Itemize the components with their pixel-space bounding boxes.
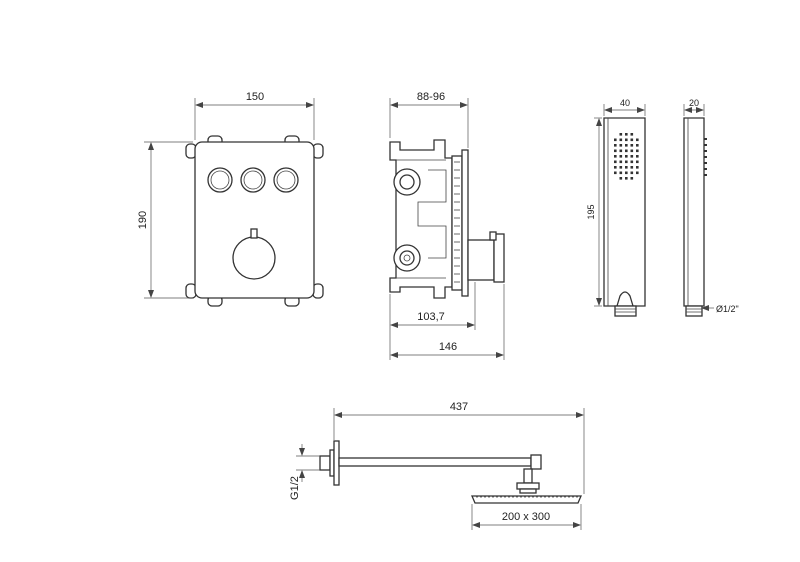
dimension-label: Ø1/2" (716, 304, 739, 314)
spray-nozzle (630, 160, 634, 164)
upper-port (393, 168, 421, 196)
spray-nozzle (619, 149, 623, 153)
spray-nozzle (630, 177, 634, 180)
spray-nozzle (619, 155, 623, 158)
dimension-label: 150 (246, 91, 264, 103)
spray-nozzle (636, 171, 639, 175)
dimension-label: 88-96 (417, 91, 445, 103)
plaster-guard (451, 149, 469, 297)
spray-nozzle (614, 149, 617, 153)
dimension-label: 437 (450, 401, 468, 413)
dimension-body-total-depth: 146 (390, 284, 505, 360)
spray-nozzle (625, 160, 628, 164)
dimension-label: 20 (689, 98, 699, 108)
dimension-label: 40 (620, 98, 630, 108)
spray-nozzle (619, 166, 623, 169)
push-button-1 (207, 167, 233, 193)
lower-port (393, 244, 421, 272)
spray-nozzle (630, 171, 634, 175)
spray-nozzle (630, 144, 634, 147)
valve-body-side-view: 88-96 103,7 146 (389, 91, 505, 360)
spray-nozzle (625, 166, 628, 169)
dimension-label: G1/2 (289, 476, 301, 500)
spray-nozzle (636, 155, 639, 158)
spray-nozzle (625, 149, 628, 153)
spray-nozzle (636, 160, 639, 164)
dimension-handshower-thread: Ø1/2" (701, 304, 739, 314)
dimension-body-depth-range: 88-96 (389, 91, 469, 148)
dimension-arm-length: 437 (333, 401, 585, 494)
spray-nozzle (636, 138, 639, 142)
spray-nozzle (630, 166, 634, 169)
dimension-label: 190 (137, 211, 149, 229)
spray-nozzle (636, 166, 639, 169)
shower-arm (338, 454, 542, 470)
spray-nozzle (625, 133, 628, 136)
spray-nozzle (619, 138, 623, 142)
spray-nozzle (625, 144, 628, 147)
spray-nozzle (619, 160, 623, 164)
thermostat-knob (232, 228, 276, 280)
shower-head (471, 468, 582, 504)
spray-nozzle (614, 171, 617, 175)
spray-nozzle (614, 166, 617, 169)
spray-nozzle (636, 149, 639, 153)
spray-nozzle (619, 177, 623, 180)
hand-shower-thread (614, 305, 637, 317)
dimension-handshower-width: 40 (603, 98, 646, 116)
dimension-panel-width: 150 (194, 91, 315, 140)
wall-inlet (319, 440, 340, 486)
dimension-head-size: 200 x 300 (471, 504, 582, 530)
dimension-body-depth: 103,7 (389, 282, 476, 360)
spray-nozzle (630, 155, 634, 158)
spray-nozzle (614, 144, 617, 147)
dimension-handshower-thickness: 20 (683, 98, 705, 116)
dimension-label: 146 (439, 341, 457, 353)
spray-nozzle (625, 171, 628, 175)
spray-nozzle (630, 149, 634, 153)
overhead-shower-view: 437 200 x 300 G1/2 (289, 401, 585, 530)
spray-nozzle (636, 144, 639, 147)
push-buttons (207, 167, 299, 193)
spray-nozzle (625, 177, 628, 180)
front-panel-view: 150 190 (137, 91, 324, 307)
dimension-handshower-length: 195 (586, 117, 602, 307)
spray-nozzle (625, 155, 628, 158)
spray-nozzle (619, 133, 623, 136)
push-button-3 (273, 167, 299, 193)
spray-nozzle-grid (614, 133, 639, 180)
spindle-extension (467, 231, 505, 283)
dimension-label: 195 (586, 204, 596, 219)
spray-nozzle (630, 133, 634, 136)
push-button-2 (240, 167, 266, 193)
spray-nozzle (614, 160, 617, 164)
spray-nozzle (619, 144, 623, 147)
spray-nozzle (625, 138, 628, 142)
spray-nozzle (614, 138, 617, 142)
hand-shower-front-view: 40 195 (586, 98, 646, 317)
spray-nozzle (614, 155, 617, 158)
cover-plate (194, 141, 315, 299)
dimension-label: 103,7 (417, 311, 445, 323)
hand-shower-side-view: 20 Ø1/2" (683, 98, 739, 317)
dimension-inlet-thread: G1/2 (289, 444, 320, 500)
spray-nozzle (619, 171, 623, 175)
spray-nozzle (630, 138, 634, 142)
dimension-label: 200 x 300 (502, 511, 550, 523)
side-nozzles (704, 138, 707, 176)
dimension-panel-height: 190 (137, 141, 193, 299)
